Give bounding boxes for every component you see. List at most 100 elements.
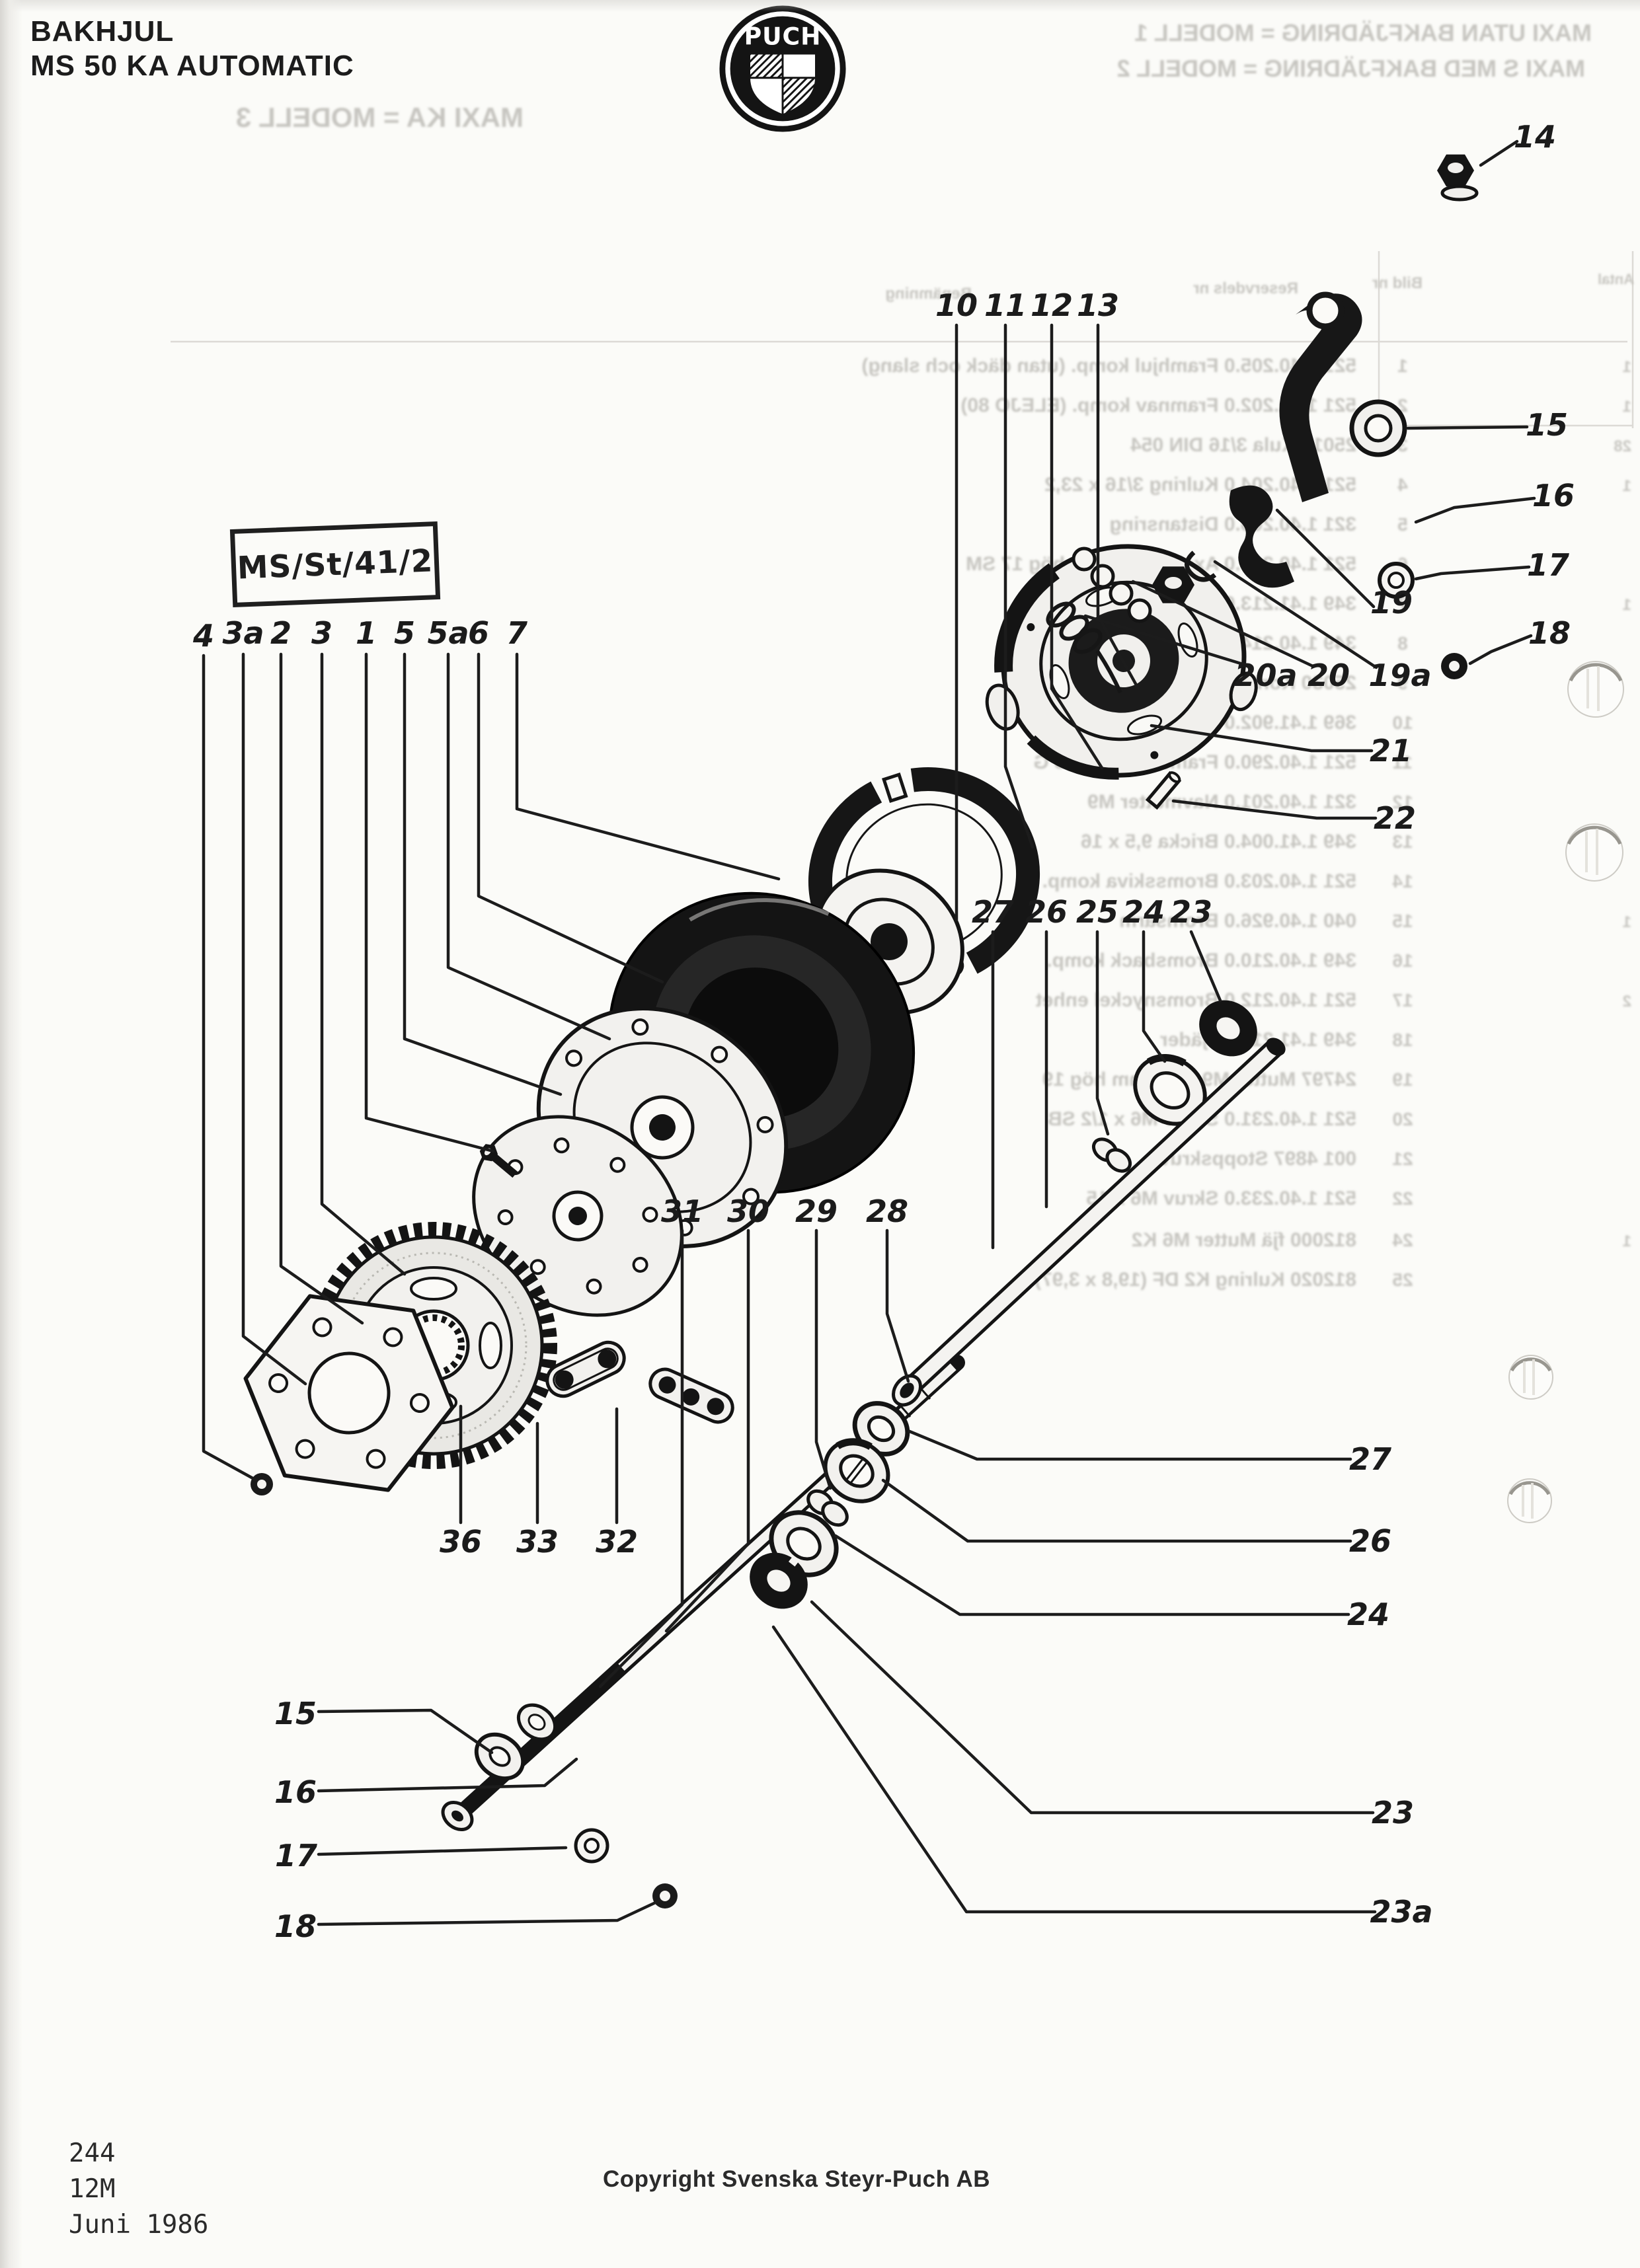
callout-15-36: 15 [274,1696,317,1731]
callout-6-22: 6 [468,615,489,651]
callout-12-2: 12 [1031,287,1073,323]
diagram-code-stamp: MS/St/41/2 [229,521,441,607]
gasket-plate [243,1294,455,1492]
callout-26-41: 26 [1349,1523,1391,1559]
seal-ring-23 [1199,1000,1257,1057]
leader-21-13 [1150,724,1374,753]
callout-10-0: 10 [935,287,978,323]
footer-left: 244 12M Juni 1986 [69,2136,208,2243]
leader-4-15 [202,654,258,1482]
leader-18-39 [317,1899,662,1926]
bleed-text: 1 [1623,596,1631,614]
callout-7-23: 7 [506,615,527,651]
callout-31-29: 31 [661,1193,703,1229]
bleed-text: 001 4897 Stoppskruv [1159,1148,1356,1170]
callout-2-17: 2 [270,615,292,651]
nut-14 [1437,154,1479,202]
seal-ring-23-lower [750,1552,808,1609]
bleed-text: 21 [1392,1149,1413,1169]
hub-cluster [472,868,1257,1317]
callout-27-40: 27 [1349,1441,1391,1477]
leader-17-7 [1414,565,1531,581]
bleed-text: Benämning [885,285,972,303]
chain-link [648,1367,734,1424]
bleed-text: 812000 fjä Mutter M6 K2 [1132,1229,1356,1251]
bleed-text: Bild nr [1372,274,1423,292]
leader-11-1 [1003,323,1035,849]
callout-11-1: 11 [984,287,1027,323]
bleed-text: 14 [1392,871,1413,891]
bleed-text: 040 1.40.926.0 Bromsarm [1119,910,1356,932]
callout-30-30: 30 [727,1193,769,1229]
leader-12-2 [1050,323,1104,770]
callout-14-4: 14 [1514,119,1556,155]
bleed-text: 25 [1392,1269,1413,1290]
bleed-text: 10 [1392,712,1413,733]
cone-washer-b [516,1703,557,1741]
callout-32-35: 32 [596,1524,638,1560]
punch-hole [1565,823,1623,882]
callout-5-20: 5 [394,615,415,651]
leader-23-28 [1189,930,1222,1002]
bleed-text: 812020 Kulring K2 DF (19,8 x 3,97) [1035,1269,1356,1291]
tube-top [1266,1038,1286,1056]
punch-hole [1567,661,1624,718]
bleed-text: 521 1.40.203.0 Bromsskiva komp. [1042,870,1356,892]
leader-27-40 [908,1429,1352,1461]
leader-28-32 [885,1228,910,1383]
leader-24-42 [834,1534,1350,1616]
callout-27-24: 27 [972,894,1014,930]
leader-5-20 [403,652,563,1096]
bleed-text: 22 [1392,1188,1413,1209]
bleed-text: 1 [1397,356,1408,376]
bleed-text: 20 [1392,1109,1413,1129]
leader-1-19 [364,652,495,1153]
callout-29-31: 29 [795,1193,838,1229]
bleed-text: MAXI KA = MODELL 3 [236,102,524,133]
bleed-text: 5 [1397,514,1408,535]
callout-36-33: 36 [440,1524,482,1560]
callout-25-26: 25 [1076,894,1118,930]
brake-lever [1279,293,1362,502]
sprocket-cluster [243,1222,734,1495]
leader-20-11 [1131,580,1315,668]
callout-22-14: 22 [1374,800,1416,836]
bleed-text: 1 [1623,1232,1631,1250]
nut-18-lower [652,1883,678,1909]
callout-19a-10: 19a [1368,658,1431,693]
leader-15-36 [317,1708,494,1755]
bleed-text: 521 1.40.212.0 Bromsnyckel enhet [1036,989,1356,1011]
leader-7-23 [515,652,781,881]
diagram-code: MS/St/41/2 [236,542,434,587]
leader-22-14 [1171,799,1378,820]
bleed-text: 349 1.41.211.0 Fjäder [1160,1029,1356,1051]
bleed-text: 321 1.40.206.0 Distansring [1109,513,1356,535]
bleed-text: 25015 Kula 3/16 DIN 054 [1130,434,1356,456]
bleed-text: 15 [1392,911,1413,931]
page-subtitle: MS 50 KA AUTOMATIC [30,50,354,82]
spacer-sleeve-25 [806,1489,849,1527]
leader-3a-16 [241,652,307,1386]
leader-23a-44 [771,1625,1377,1914]
bleed-text: 1 [1623,398,1631,416]
leader-16-6 [1414,496,1536,524]
nut-18 [1441,653,1467,679]
washer-stack [1072,547,1152,623]
print-code: 12M [69,2174,116,2204]
leader-30-30 [664,1228,750,1633]
bleed-text: 8 [1397,633,1408,654]
bleed-text: Reservdels nr [1193,280,1298,297]
bleed-text: 4 [1397,474,1408,495]
callout-23-28: 23 [1170,894,1212,930]
callout-23a-44: 23a [1370,1894,1432,1930]
cam-clip [1185,550,1217,582]
leader-19-9 [1275,508,1376,609]
chain-master-link [545,1340,626,1398]
return-spring [1046,601,1122,694]
brake-lever-eye [1306,291,1345,330]
callout-13-3: 13 [1077,287,1119,323]
leader-17-38 [317,1846,568,1856]
bleed-text: 16 [1392,950,1413,971]
